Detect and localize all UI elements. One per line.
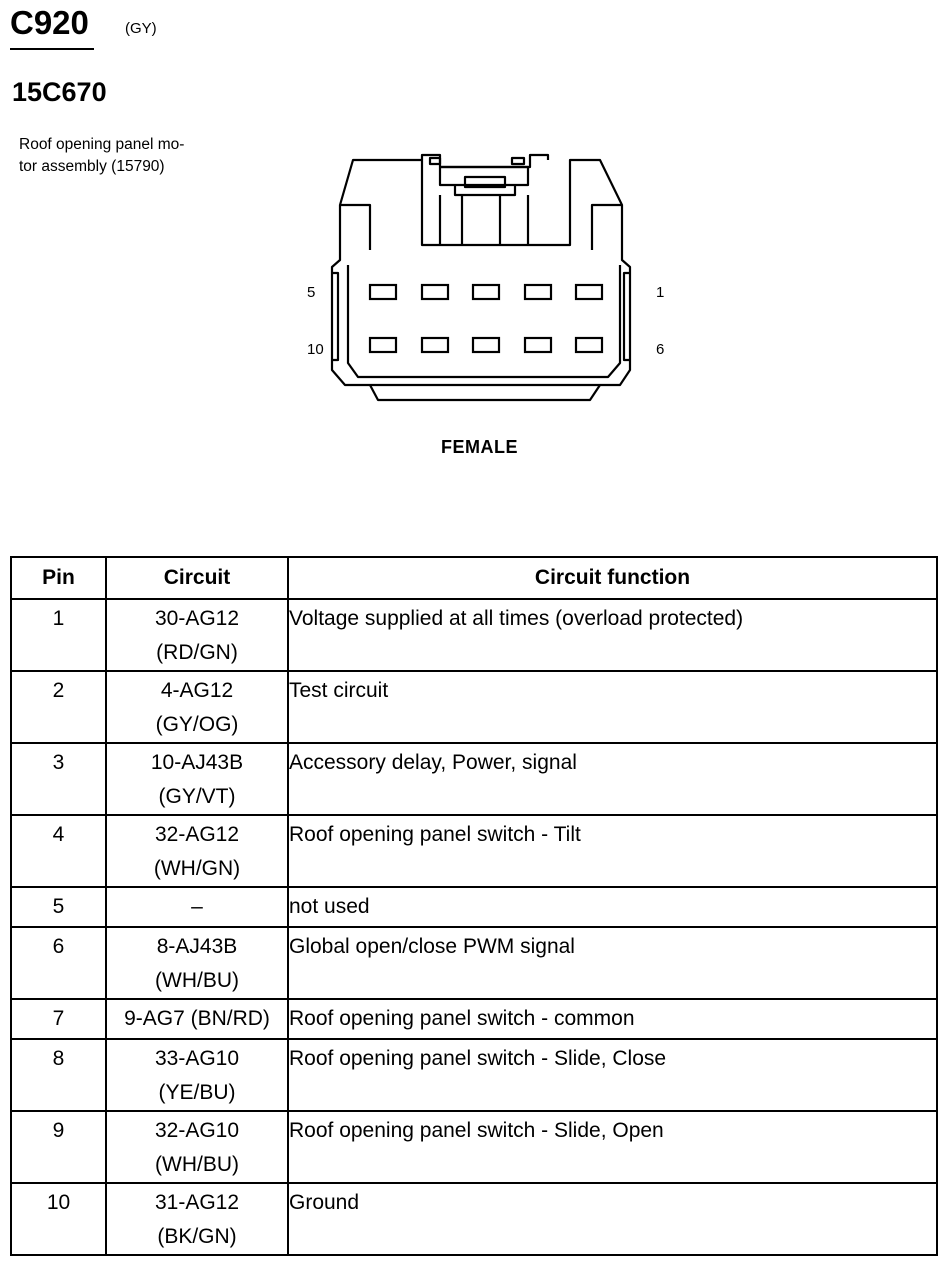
pin-label-top-right: 1 [656,284,665,301]
circuit-function: Roof opening panel switch - Slide, Open [287,1110,938,1184]
connector-inner-frame [346,265,622,379]
circuit-id: 10-AJ43B [150,751,244,774]
connector-bottom-skirt [369,384,601,402]
table-row: 6 8-AJ43B (WH/BU) Global open/close PWM s… [10,926,938,1000]
circuit-cell: 31-AG12 (BK/GN) [105,1182,289,1256]
table-row: 7 9-AG7 (BN/RD) Roof opening panel switc… [10,998,938,1040]
pin-cavity-4 [420,283,450,301]
table-row: 8 33-AG10 (YE/BU) Roof opening panel swit… [10,1038,938,1112]
circuit-function: Roof opening panel switch - common [287,998,938,1040]
circuit-cell: 9-AG7 (BN/RD) [105,998,289,1040]
pin-number: 2 [10,670,107,744]
connector-color: (GY) [125,20,157,37]
pin-cavity-8 [471,336,501,354]
circuit-id: 31-AG12 [154,1191,240,1214]
circuit-cell: – [105,886,289,928]
connector-latch-notch-left [428,156,442,166]
circuit-id: – [191,895,203,918]
pin-number: 10 [10,1182,107,1256]
circuit-function: Roof opening panel switch - Slide, Close [287,1038,938,1112]
circuit-function: Accessory delay, Power, signal [287,742,938,816]
pin-number: 3 [10,742,107,816]
circuit-cell: 10-AJ43B (GY/VT) [105,742,289,816]
connector-right-shoulder [590,203,622,250]
circuit-wire-color: (RD/GN) [156,641,238,664]
circuit-cell: 30-AG12 (RD/GN) [105,598,289,672]
circuit-function: not used [287,886,938,928]
circuit-function: Voltage supplied at all times (overload … [287,598,938,672]
circuit-cell: 32-AG10 (WH/BU) [105,1110,289,1184]
table-row: 4 32-AG12 (WH/GN) Roof opening panel swit… [10,814,938,888]
pin-cavity-2 [523,283,553,301]
circuit-id: 33-AG10 [154,1047,240,1070]
header-circuit-function: Circuit function [287,556,938,600]
table-row: 3 10-AJ43B (GY/VT) Accessory delay, Power… [10,742,938,816]
connector-latch-tab [453,185,517,197]
pin-cavity-3 [471,283,501,301]
circuit-wire-color: (WH/GN) [153,857,241,880]
connector-latch-notch-right [510,156,526,166]
pin-number: 8 [10,1038,107,1112]
pin-number: 4 [10,814,107,888]
component-name-line1: Roof opening panel mo- [19,136,185,153]
pin-cavity-5 [368,283,398,301]
circuit-cell: 33-AG10 (YE/BU) [105,1038,289,1112]
part-number: 15C670 [12,77,107,107]
circuit-wire-color: (BK/GN) [157,1225,237,1248]
pin-cavity-1 [574,283,604,301]
circuit-id: 9-AG7 (BN/RD) [124,1007,270,1030]
header-circuit: Circuit [105,556,289,600]
circuit-wire-color: (GY/OG) [155,713,239,736]
circuit-function: Test circuit [287,670,938,744]
table-header-row: Pin Circuit Circuit function [10,556,938,600]
pin-label-top-left: 5 [307,284,316,301]
table-row: 1 30-AG12 (RD/GN) Voltage supplied at all… [10,598,938,672]
pin-cavity-9 [420,336,450,354]
circuit-wire-color: (GY/VT) [158,785,236,808]
connector-left-shoulder [340,203,372,250]
circuit-id: 8-AJ43B [156,935,238,958]
circuit-id: 4-AG12 [160,679,234,702]
table-row: 9 32-AG10 (WH/BU) Roof opening panel swit… [10,1110,938,1184]
header-pin: Pin [10,556,107,600]
circuit-wire-color: (WH/BU) [155,969,239,992]
circuit-cell: 32-AG12 (WH/GN) [105,814,289,888]
connector-gender-label: FEMALE [441,437,518,457]
circuit-function: Ground [287,1182,938,1256]
pin-number: 7 [10,998,107,1040]
table-row: 5 – not used [10,886,938,928]
pin-cavity-7 [523,336,553,354]
table-row: 10 31-AG12 (BK/GN) Ground [10,1182,938,1256]
pin-number: 6 [10,926,107,1000]
connector-latch-cap [463,175,507,189]
pinout-table: Pin Circuit Circuit function 1 30-AG12 (R… [10,556,938,1256]
circuit-function: Global open/close PWM signal [287,926,938,1000]
pin-number: 1 [10,598,107,672]
connector-left-rib [332,271,340,362]
connector-id: C920 [10,4,89,41]
circuit-id: 30-AG12 [154,607,240,630]
circuit-id: 32-AG12 [154,823,240,846]
pin-label-bottom-right: 6 [656,341,665,358]
pin-number: 9 [10,1110,107,1184]
circuit-cell: 8-AJ43B (WH/BU) [105,926,289,1000]
connector-latch-body [438,165,530,187]
component-name-line2: tor assembly (15790) [19,158,165,175]
circuit-function: Roof opening panel switch - Tilt [287,814,938,888]
table-row: 2 4-AG12 (GY/OG) Test circuit [10,670,938,744]
pin-label-bottom-left: 10 [307,341,324,358]
connector-id-underline [10,48,94,50]
circuit-cell: 4-AG12 (GY/OG) [105,670,289,744]
component-name: Roof opening panel mo- tor assembly (157… [19,134,219,178]
circuit-id: 32-AG10 [154,1119,240,1142]
connector-right-rib [622,271,630,362]
circuit-wire-color: (YE/BU) [158,1081,236,1104]
pin-cavity-6 [574,336,604,354]
pin-number: 5 [10,886,107,928]
connector-face-diagram [330,153,632,402]
pin-cavity-10 [368,336,398,354]
circuit-wire-color: (WH/BU) [155,1153,239,1176]
